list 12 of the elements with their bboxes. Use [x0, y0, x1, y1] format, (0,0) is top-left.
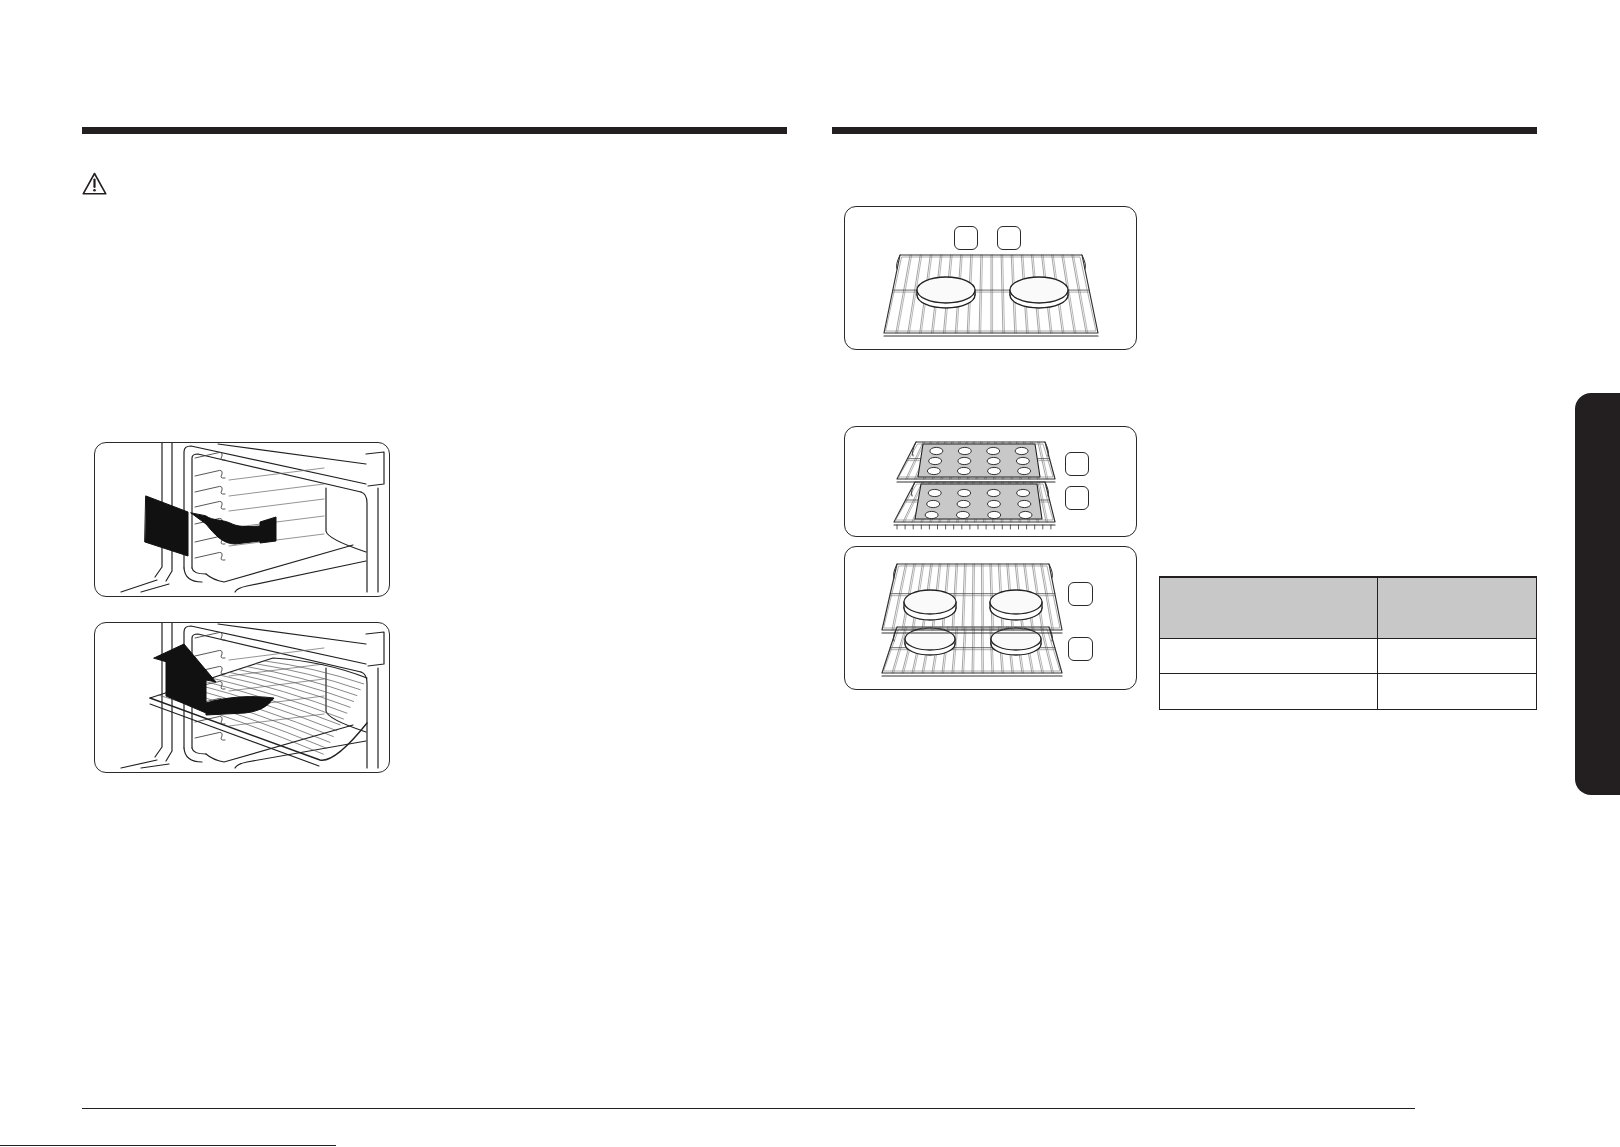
illustration-panel: [94, 442, 390, 597]
label-box: [1068, 637, 1093, 661]
label-box: [954, 226, 978, 250]
side-tab: [1575, 393, 1620, 795]
illustration-panel: [844, 546, 1137, 690]
illustration-panel: [844, 206, 1137, 350]
label-box: [1065, 486, 1089, 510]
label-box: [1065, 452, 1089, 476]
illustration-panel: [94, 622, 390, 773]
label-box: [997, 226, 1021, 250]
illustration-panel: [844, 426, 1137, 537]
label-box: [1068, 582, 1093, 606]
